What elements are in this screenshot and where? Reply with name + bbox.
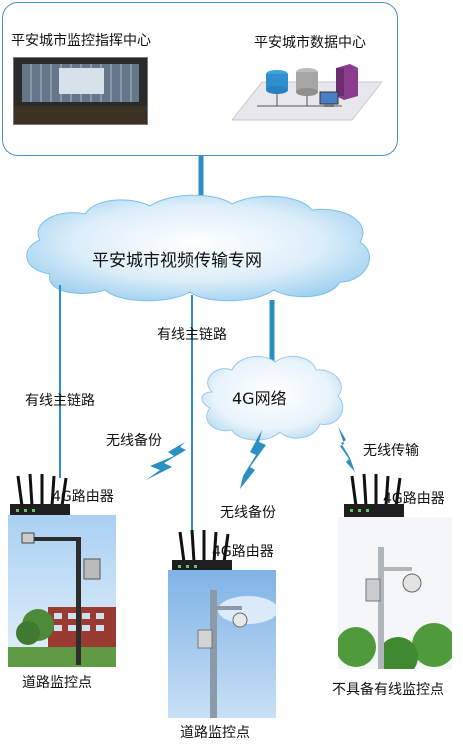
video-network-label: 平安城市视频传输专网 <box>92 251 262 271</box>
site-right-label: 不具备有线监控点 <box>332 682 444 698</box>
server-rack-illustration <box>232 64 382 121</box>
data-center-label: 平安城市数据中心 <box>254 35 366 51</box>
router-mid-label: 4G路由器 <box>212 544 274 560</box>
router-right-label: 4G路由器 <box>383 491 445 507</box>
router-left <box>10 473 70 518</box>
wireless-transmit-label: 无线传输 <box>363 443 419 459</box>
wireless-backup-mid-label: 无线备份 <box>220 505 276 521</box>
wired-link-left-label: 有线主链路 <box>25 393 95 409</box>
wireless-backup-left-label: 无线备份 <box>106 433 162 449</box>
command-center-photo <box>13 57 148 125</box>
site-left-label: 道路监控点 <box>22 675 92 691</box>
wireless-monitor-photo-right <box>338 517 452 669</box>
4g-network-cloud <box>201 355 344 441</box>
router-right <box>344 473 404 518</box>
wired-link-mid-label: 有线主链路 <box>157 327 227 343</box>
lightning-bolt-right <box>338 426 355 472</box>
lightning-bolt-mid <box>240 430 266 489</box>
site-mid-label: 道路监控点 <box>180 725 250 741</box>
video-network-cloud <box>26 194 370 302</box>
router-left-label: 4G路由器 <box>52 489 114 505</box>
road-monitor-photo-left <box>8 515 116 667</box>
4g-network-label: 4G网络 <box>232 389 287 408</box>
command-center-label: 平安城市监控指挥中心 <box>11 33 151 49</box>
road-monitor-photo-mid <box>168 570 276 718</box>
lightning-bolt-left <box>146 442 186 480</box>
